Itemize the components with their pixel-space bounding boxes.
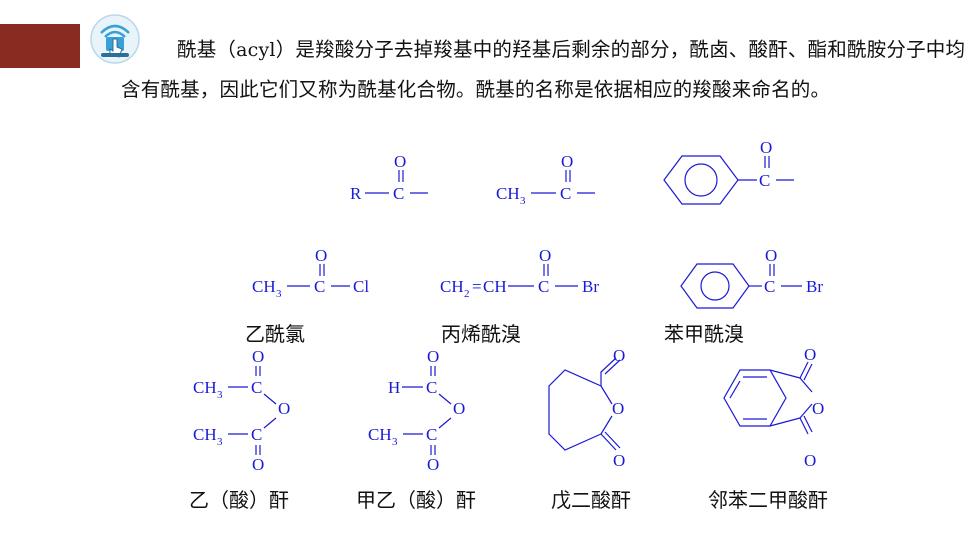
atom-ch: CH <box>252 277 276 296</box>
formula-phthalic-anhydride: O O O <box>723 345 824 470</box>
atom-o-top: O <box>613 346 625 365</box>
sub-3: 3 <box>392 436 398 448</box>
atom-ch2: CH <box>440 277 464 296</box>
atom-o-bottom: O <box>252 455 264 474</box>
atom-o: O <box>394 152 406 171</box>
atom-o-bottom: O <box>427 455 439 474</box>
atom-c: C <box>314 277 325 296</box>
atom-o-ring: O <box>612 399 624 418</box>
atom-c: C <box>560 184 571 203</box>
atom-o: O <box>561 152 573 171</box>
atom-o-top: O <box>252 347 264 366</box>
intro-paragraph: 酰基（acyl）是羧酸分子去掉羧基中的羟基后剩余的部分，酰卤、酸酐、酯和酰胺分子… <box>121 30 971 110</box>
atom-br: Br <box>582 277 599 296</box>
atom-r: R <box>350 184 362 203</box>
atom-c-top: C <box>251 378 262 397</box>
atom-ch: CH <box>483 277 507 296</box>
formula-benzoyl: C O <box>663 138 794 205</box>
atom-c: C <box>764 277 775 296</box>
atom-o-ring: O <box>812 399 824 418</box>
atom-o-bridge: O <box>453 399 465 418</box>
sub-3-bottom: 3 <box>217 436 223 448</box>
label-glutaric-anhydride: 戊二酸酐 <box>551 488 631 512</box>
atom-ch: CH <box>496 184 520 203</box>
label-phthalic-anhydride: 邻苯二甲酸酐 <box>708 488 828 512</box>
atom-c: C <box>538 277 549 296</box>
double-bond: = <box>472 277 482 296</box>
paragraph-latin-acyl: acyl <box>236 39 276 61</box>
accent-bar <box>0 24 80 68</box>
atom-ch-bottom: CH <box>193 425 217 444</box>
formula-formic-acetic-anhydride: O H C O CH 3 C O <box>368 347 465 474</box>
formula-r-acyl: R C O <box>350 152 428 203</box>
sub-2: 2 <box>464 288 470 300</box>
atom-c: C <box>759 171 770 190</box>
atom-o-bottom: O <box>804 451 816 470</box>
atom-c-bottom: C <box>426 425 437 444</box>
atom-o-top: O <box>804 345 816 364</box>
atom-cl: Cl <box>353 277 369 296</box>
atom-o: O <box>539 246 551 265</box>
formula-benzoyl-bromide: C O Br <box>680 246 823 309</box>
label-formic-acetic-anhydride: 甲乙（酸）酐 <box>356 488 476 512</box>
formula-acryloyl-bromide: CH 2 = CH C O Br <box>440 246 599 300</box>
formula-glutaric-anhydride: O O O <box>548 346 625 470</box>
atom-o-top: O <box>427 347 439 366</box>
paragraph-text-1: 酰基（ <box>177 38 237 61</box>
formula-acetic-anhydride: O CH 3 C O CH 3 C O <box>193 347 290 474</box>
atom-ch-top: CH <box>193 378 217 397</box>
label-acryloyl-bromide: 丙烯酰溴 <box>441 322 521 346</box>
paragraph-text-2: ）是羧酸分子去掉羧基中的羟基后剩余的部分，酰卤、酸酐、酯和酰胺分子中均含有酰基，… <box>121 38 966 101</box>
atom-o-bridge: O <box>278 399 290 418</box>
label-acetyl-chloride: 乙酰氯 <box>245 322 305 346</box>
formula-acetyl-chloride: CH 3 C O Cl <box>252 246 369 300</box>
sub-3-top: 3 <box>217 389 223 401</box>
atom-br: Br <box>806 277 823 296</box>
hand-touch-icon <box>90 14 140 64</box>
label-benzoyl-bromide: 苯甲酰溴 <box>664 322 744 346</box>
atom-c: C <box>393 184 404 203</box>
atom-o: O <box>315 246 327 265</box>
atom-ch: CH <box>368 425 392 444</box>
sub-3: 3 <box>276 288 282 300</box>
atom-h: H <box>388 378 400 397</box>
atom-o-bottom: O <box>613 451 625 470</box>
atom-o: O <box>760 138 772 157</box>
label-acetic-anhydride: 乙（酸）酐 <box>189 488 289 512</box>
formula-acetyl: CH 3 C O <box>496 152 595 207</box>
atom-c-top: C <box>426 378 437 397</box>
sub-3: 3 <box>520 195 526 207</box>
atom-o: O <box>765 246 777 265</box>
atom-c-bottom: C <box>251 425 262 444</box>
